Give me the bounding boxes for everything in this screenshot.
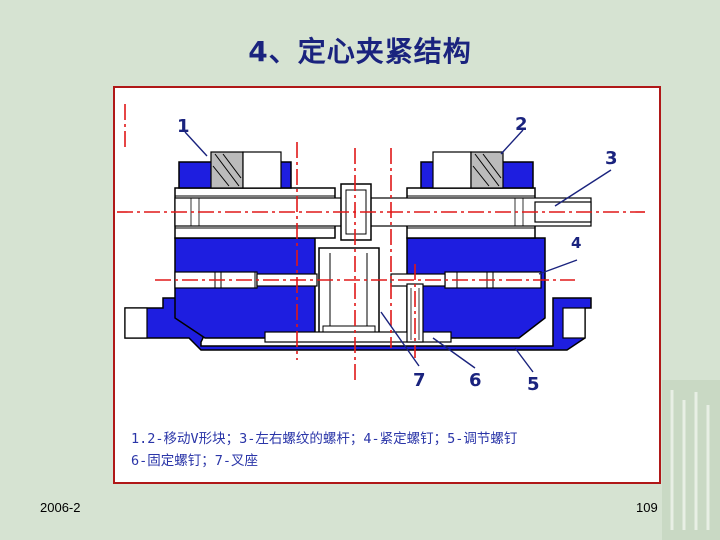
caption-line-2: 6-固定螺钉；7-叉座 (131, 453, 259, 469)
label-part-4: 4 (571, 234, 581, 252)
caption-line-1: 1.2-移动V形块；3-左右螺纹的螺杆；4-紧定螺钉；5-调节螺钉 (131, 431, 518, 447)
label-part-2: 2 (515, 114, 528, 135)
part-caption: 1.2-移动V形块；3-左右螺纹的螺杆；4-紧定螺钉；5-调节螺钉 6-固定螺钉… (131, 428, 651, 472)
footer-date: 2006-2 (40, 500, 81, 515)
centerlines (117, 104, 645, 384)
diagram-frame: 1 2 3 4 5 6 7 1.2-移动V形块；3-左右螺纹的螺杆；4-紧定螺钉… (113, 86, 661, 484)
label-part-5: 5 (527, 374, 540, 395)
leader-lines (184, 129, 612, 373)
v-block-left (178, 151, 292, 189)
slide-title: 4、定心夹紧结构 (248, 35, 472, 68)
label-part-3: 3 (605, 148, 618, 169)
clamping-mechanism-drawing: 1 2 3 4 5 6 7 (117, 104, 645, 395)
label-part-6: 6 (469, 370, 482, 391)
page-number: 109 (636, 500, 658, 515)
label-part-1: 1 (177, 116, 190, 137)
label-part-7: 7 (413, 370, 426, 391)
v-block-right (420, 151, 534, 189)
